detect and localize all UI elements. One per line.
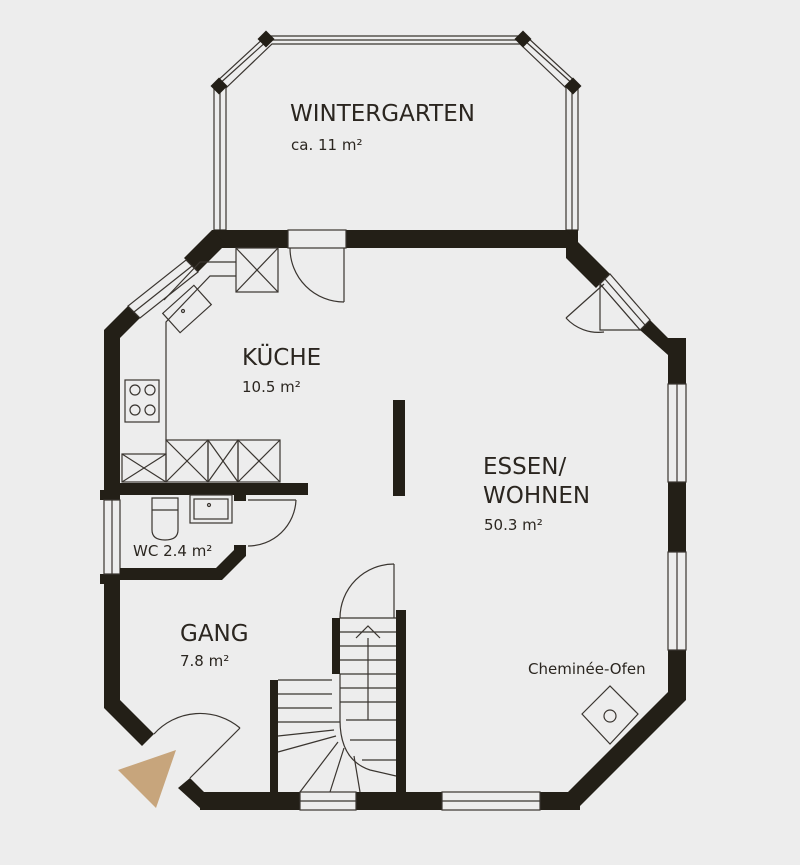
wintergarten-glazing <box>210 30 582 231</box>
wc-fixtures <box>151 494 233 541</box>
fireplace <box>581 685 639 745</box>
wc-label: WC 2.4 m² <box>133 542 212 560</box>
essen-name-line1: ESSEN/ <box>483 454 566 480</box>
interior-walls <box>120 400 406 792</box>
wintergarten-name: WINTERGARTEN <box>290 101 475 127</box>
essen-area: 50.3 m² <box>484 516 543 534</box>
kitchen-furniture <box>121 247 281 483</box>
fireplace-label: Cheminée-Ofen <box>528 660 646 678</box>
essen-name-line2: WOHNEN <box>483 483 590 509</box>
staircase <box>277 617 397 793</box>
entrance-arrow-icon <box>118 750 176 808</box>
kueche-name: KÜCHE <box>242 343 321 371</box>
gang-area: 7.8 m² <box>180 652 229 670</box>
windows <box>103 229 687 811</box>
gang-name: GANG <box>180 621 249 647</box>
kueche-area: 10.5 m² <box>242 378 301 396</box>
doors <box>153 247 642 779</box>
wintergarten-area: ca. 11 m² <box>291 136 362 154</box>
exterior-walls <box>100 230 686 810</box>
